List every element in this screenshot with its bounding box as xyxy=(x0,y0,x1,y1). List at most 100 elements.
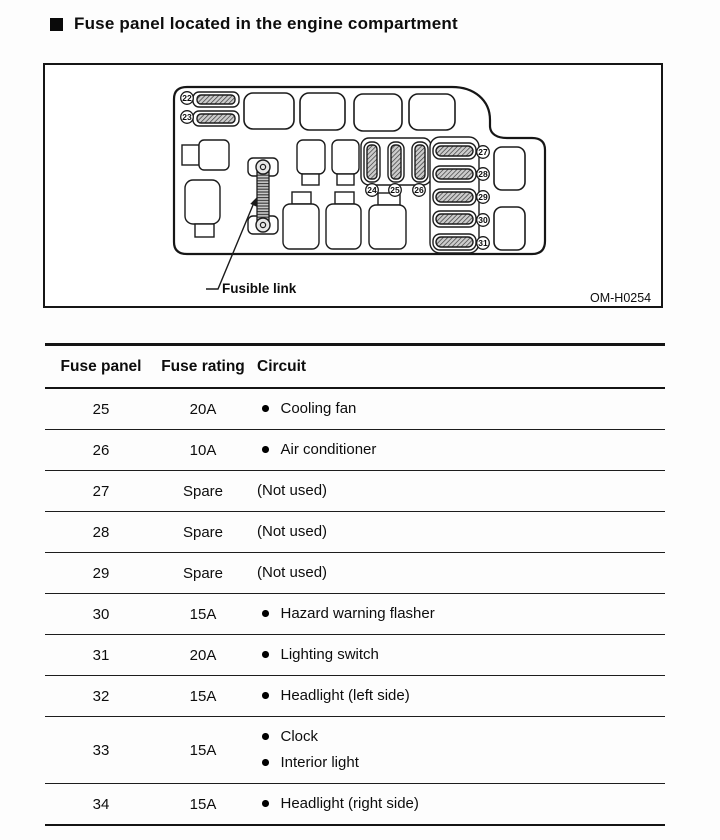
fuse-rating-cell: 15A xyxy=(157,675,249,717)
fuse-rating-cell: 15A xyxy=(157,716,249,784)
table-row: 31 20A Lighting switch xyxy=(45,634,665,676)
fusible-link xyxy=(247,157,279,235)
callout-28: 28 xyxy=(476,167,490,181)
callout-line xyxy=(206,204,254,290)
fuse-rating-cell: 10A xyxy=(157,429,249,471)
table-row: 30 15A Hazard warning flasher xyxy=(45,593,665,635)
relay-body xyxy=(296,139,326,175)
fuse-rating-cell: 20A xyxy=(157,634,249,676)
fusible-link-label: Fusible link xyxy=(222,281,297,296)
fuse-28 xyxy=(432,165,477,183)
circuit-cell: Hazard warning flasher xyxy=(249,593,665,635)
page-title: Fuse panel located in the engine compart… xyxy=(50,14,458,34)
relay-body xyxy=(282,203,320,250)
table-row: 34 15A Headlight (right side) xyxy=(45,783,665,826)
fuse-rating-cell: Spare xyxy=(157,511,249,553)
relay-box xyxy=(299,92,346,131)
relay-box xyxy=(408,93,456,131)
bullet-icon xyxy=(262,446,269,453)
fuse-panel-cell: 31 xyxy=(45,634,157,676)
svg-text:23: 23 xyxy=(182,112,192,122)
fuse-24 xyxy=(363,141,381,183)
header-fuse-rating: Fuse rating xyxy=(157,344,249,389)
bullet-icon xyxy=(262,759,269,766)
connector-tab xyxy=(181,144,200,166)
fuse-panel-cell: 34 xyxy=(45,783,157,826)
relay-tab xyxy=(194,223,215,238)
relay-body xyxy=(368,204,407,250)
table-row: 26 10A Air conditioner xyxy=(45,429,665,471)
fuse-rating-cell: Spare xyxy=(157,470,249,512)
callout-31: 31 xyxy=(476,236,490,250)
table-row: 28 Spare (Not used) xyxy=(45,511,665,553)
header-circuit: Circuit xyxy=(249,344,665,389)
callout-30: 30 xyxy=(476,213,490,227)
fuse-panel-cell: 33 xyxy=(45,716,157,784)
table-row: 27 Spare (Not used) xyxy=(45,470,665,512)
bullet-icon xyxy=(262,800,269,807)
fuse-table: Fuse panel Fuse rating Circuit 25 20A Co… xyxy=(45,343,665,826)
callout-24: 24 xyxy=(365,183,379,197)
figure-code: OM-H0254 xyxy=(590,291,651,305)
section-square-icon xyxy=(50,17,63,31)
fuse-25 xyxy=(387,141,405,183)
table-header-row: Fuse panel Fuse rating Circuit xyxy=(45,344,665,389)
relay-body xyxy=(184,179,221,225)
relay-body xyxy=(331,139,360,175)
relay-box xyxy=(493,206,526,251)
circuit-cell: (Not used) xyxy=(249,552,665,594)
table-row: 33 15A Clock Interior light xyxy=(45,716,665,784)
callout-25: 25 xyxy=(388,183,402,197)
fuse-panel-cell: 30 xyxy=(45,593,157,635)
diagram-callouts: 22 23 24 25 26 27 28 29 30 31 xyxy=(180,91,490,250)
table-row: 32 15A Headlight (left side) xyxy=(45,675,665,717)
relay-tab xyxy=(334,191,355,205)
fuse-26 xyxy=(411,141,429,183)
callout-27: 27 xyxy=(476,145,490,159)
callout-26: 26 xyxy=(412,183,426,197)
relay-box xyxy=(243,92,295,130)
table-row: 25 20A Cooling fan xyxy=(45,388,665,430)
callout-23: 23 xyxy=(180,110,194,124)
relay-tab xyxy=(336,173,355,186)
fuse-rating-cell: 20A xyxy=(157,388,249,430)
page-title-text: Fuse panel located in the engine compart… xyxy=(74,14,458,33)
circuit-cell: Headlight (left side) xyxy=(249,675,665,717)
fuse-27 xyxy=(432,142,477,160)
circuit-cell: Clock Interior light xyxy=(249,716,665,784)
svg-text:25: 25 xyxy=(390,185,400,195)
circuit-cell: (Not used) xyxy=(249,470,665,512)
bullet-icon xyxy=(262,651,269,658)
fuse-panel-cell: 28 xyxy=(45,511,157,553)
fuse-panel-cell: 27 xyxy=(45,470,157,512)
svg-text:26: 26 xyxy=(414,185,424,195)
circuit-cell: Headlight (right side) xyxy=(249,783,665,826)
relay-box xyxy=(493,146,526,191)
svg-text:31: 31 xyxy=(478,238,488,248)
callout-arrowhead-icon xyxy=(250,197,257,207)
fuse-panel-diagram-frame: 22 23 24 25 26 27 28 29 30 31 xyxy=(43,63,663,308)
table-row: 29 Spare (Not used) xyxy=(45,552,665,594)
fuse-31 xyxy=(432,233,477,251)
fuse-panel-cell: 26 xyxy=(45,429,157,471)
fuse-panel-cell: 25 xyxy=(45,388,157,430)
header-fuse-panel: Fuse panel xyxy=(45,344,157,389)
svg-text:22: 22 xyxy=(182,93,192,103)
circuit-cell: Cooling fan xyxy=(249,388,665,430)
bullet-icon xyxy=(262,733,269,740)
circuit-cell: Lighting switch xyxy=(249,634,665,676)
relay-tab xyxy=(301,173,320,186)
svg-text:27: 27 xyxy=(478,147,488,157)
fuse-panel-cell: 32 xyxy=(45,675,157,717)
fuse-rating-cell: Spare xyxy=(157,552,249,594)
relay-tab xyxy=(291,191,312,205)
callout-29: 29 xyxy=(476,190,490,204)
fuse-29 xyxy=(432,188,477,206)
connector-body xyxy=(198,139,230,171)
svg-text:30: 30 xyxy=(478,215,488,225)
fuse-rating-cell: 15A xyxy=(157,593,249,635)
callout-22: 22 xyxy=(180,91,194,105)
svg-text:24: 24 xyxy=(367,185,377,195)
circuit-cell: Air conditioner xyxy=(249,429,665,471)
bullet-icon xyxy=(262,692,269,699)
